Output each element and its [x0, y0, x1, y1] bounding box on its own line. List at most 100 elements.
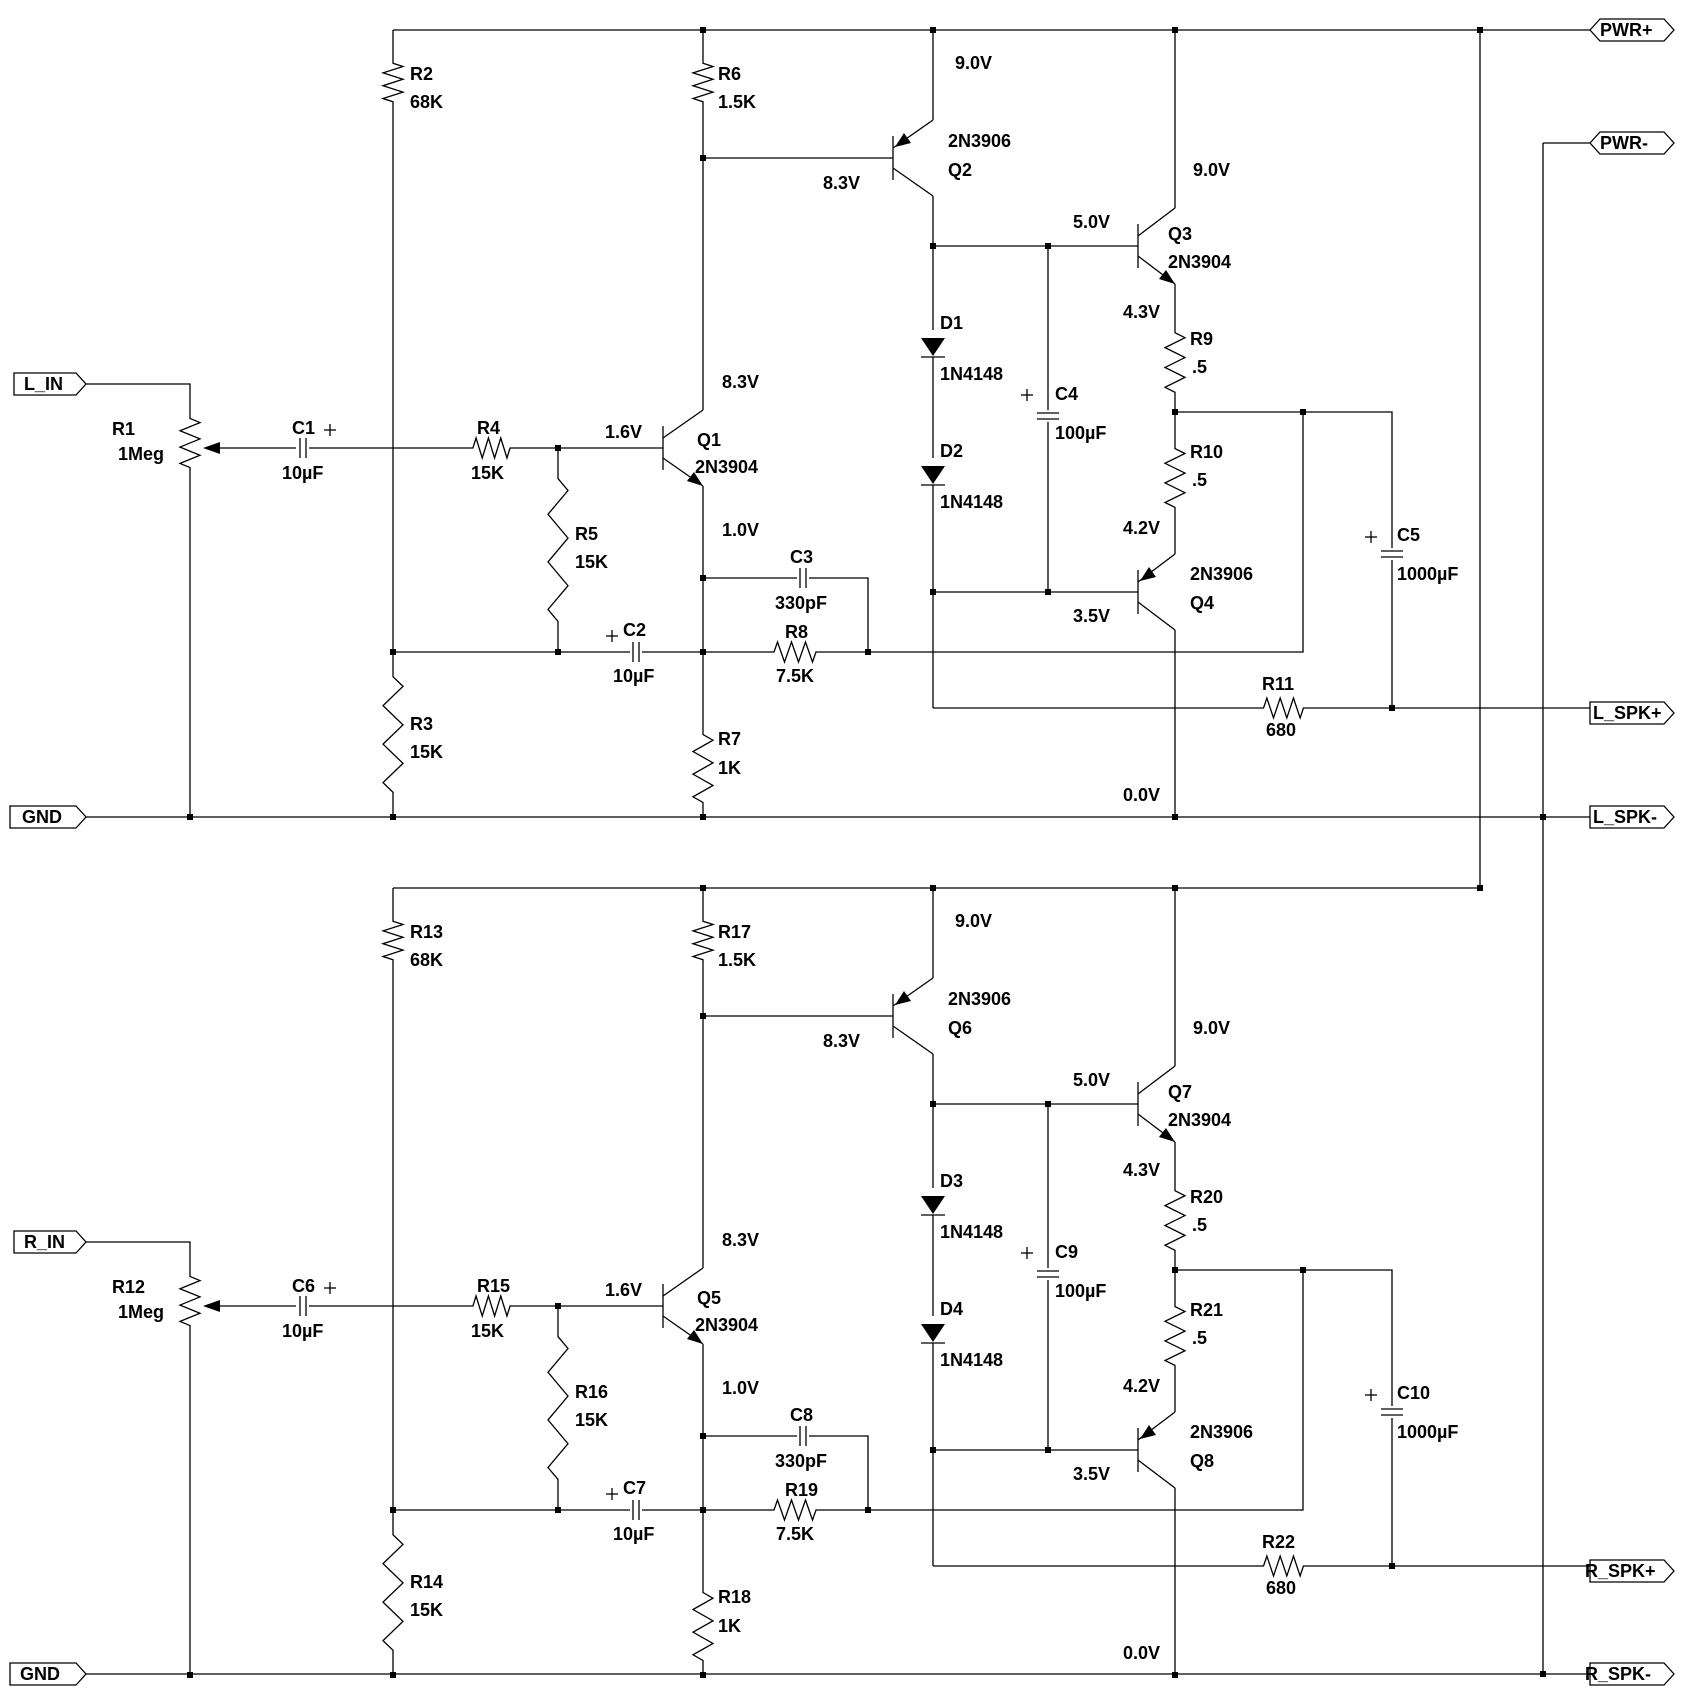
c-out-name: C5: [1397, 525, 1420, 545]
r-b1-value: 15K: [575, 1410, 608, 1430]
junction-dot: [555, 445, 561, 451]
resistor-symbol: [1163, 436, 1187, 520]
port-l-in: L_IN: [13, 372, 87, 396]
v-q4-b: 3.5V: [1073, 606, 1110, 626]
junction-dot: [700, 1013, 706, 1019]
d2-name: D4: [940, 1299, 963, 1319]
r-fb-name: R8: [785, 622, 808, 642]
resistor-symbol: [382, 1510, 404, 1675]
junction-dot: [390, 649, 396, 655]
emitter-arrow: [687, 472, 703, 486]
v-gnd: 0.0V: [1123, 785, 1160, 805]
q-hi-name: Q7: [1168, 1082, 1192, 1102]
amplifier-channel-right: R121MegC610µFR1515KR1615KR1368KR1415KC71…: [86, 885, 1590, 1678]
q-lo-name: Q8: [1190, 1451, 1214, 1471]
junction-dot: [1389, 1563, 1395, 1569]
wire: [809, 1435, 869, 1510]
q-drv-name: Q6: [948, 1018, 972, 1038]
r-bot-value: 15K: [410, 1600, 443, 1620]
c-fb2-name: C2: [623, 620, 646, 640]
junction-dot: [1172, 814, 1178, 820]
resistor-symbol: [690, 913, 716, 968]
junction-dot: [865, 1507, 871, 1513]
r-top-name: R2: [410, 64, 433, 84]
svg-text:GND: GND: [20, 1664, 60, 1684]
r-pot-name: R1: [112, 419, 135, 439]
v-drv-b: 8.3V: [823, 173, 860, 193]
r-top-value: 68K: [410, 950, 443, 970]
r-e2-value: .5: [1192, 1328, 1207, 1348]
r-bot-name: R14: [410, 1572, 443, 1592]
resistor-symbol: [691, 720, 715, 817]
emitter-arrow: [1140, 1425, 1156, 1439]
c-in-value: 10µF: [282, 1321, 323, 1341]
r-e1-name: R9: [1190, 329, 1213, 349]
r-e1-name: R20: [1190, 1187, 1223, 1207]
transistor-collector: [892, 1025, 934, 1055]
junction-dot: [930, 885, 936, 891]
port-flags: PWR+ PWR- L_IN R_IN GND GND L_SP: [9, 18, 1675, 1686]
svg-text:R_SPK+: R_SPK+: [1585, 1561, 1656, 1581]
junction-dot: [1045, 589, 1051, 595]
r-b1-name: R16: [575, 1382, 608, 1402]
junction-dot: [1540, 814, 1546, 820]
port-pwr-minus: PWR-: [1589, 131, 1675, 155]
svg-text:PWR+: PWR+: [1600, 20, 1653, 40]
c-in-name: C1: [292, 418, 315, 438]
port-r-in: R_IN: [13, 1230, 87, 1254]
q-in-name: Q1: [697, 430, 721, 450]
junction-dot: [1172, 1267, 1178, 1273]
junction-dot: [700, 155, 706, 161]
r-pot-value: 1Meg: [118, 444, 164, 464]
junction-dot: [1300, 1267, 1306, 1273]
c-fb-name: C8: [790, 1405, 813, 1425]
port-gnd-top: GND: [9, 805, 87, 829]
v-q1-b: 1.6V: [605, 422, 642, 442]
resistor-symbol: [1255, 695, 1312, 721]
resistor-symbol: [691, 1578, 715, 1675]
port-l-spk-plus: L_SPK+: [1589, 701, 1675, 725]
resistor-symbol: [380, 55, 406, 110]
r-col-name: R6: [718, 64, 741, 84]
diode-symbol: [921, 338, 945, 356]
emitter-arrow: [1159, 270, 1175, 284]
d2-type: 1N4148: [940, 1350, 1003, 1370]
resistor-symbol: [765, 1498, 825, 1522]
junction-dot: [1172, 885, 1178, 891]
r-pot-name: R12: [112, 1277, 145, 1297]
transistor-collector: [662, 1267, 704, 1297]
r-fb-name: R19: [785, 1480, 818, 1500]
r-out-value: 680: [1266, 720, 1296, 740]
junction-dot: [1477, 27, 1483, 33]
junction-dot: [1477, 885, 1483, 891]
r-in-name: R15: [477, 1276, 510, 1296]
c-in-value: 10µF: [282, 463, 323, 483]
r-e2-value: .5: [1192, 470, 1207, 490]
wire: [1175, 411, 1393, 548]
r-emi-name: R7: [718, 729, 741, 749]
amplifier-channel-left: R11MegC110µFR415KR515KR268KR315KC210µFR8…: [86, 27, 1590, 820]
port-gnd-bottom: GND: [9, 1662, 87, 1686]
junction-dot: [187, 814, 193, 820]
r-bot-value: 15K: [410, 742, 443, 762]
junction-dot: [930, 1101, 936, 1107]
q-in-name: Q5: [697, 1288, 721, 1308]
r-in-value: 15K: [471, 1321, 504, 1341]
junction-dot: [1045, 1447, 1051, 1453]
r-in-name: R4: [477, 418, 500, 438]
resistor-symbol: [465, 1293, 518, 1319]
v-q1-c: 8.3V: [722, 1230, 759, 1250]
c-bs-name: C9: [1055, 1242, 1078, 1262]
resistor-symbol: [382, 652, 404, 817]
junction-dot: [555, 1507, 561, 1513]
c-fb2-value: 10µF: [613, 1524, 654, 1544]
d2-name: D2: [940, 441, 963, 461]
resistor-symbol: [380, 913, 406, 968]
d1-type: 1N4148: [940, 364, 1003, 384]
transistor-collector: [1137, 1065, 1176, 1095]
v-q3-b: 5.0V: [1073, 1070, 1110, 1090]
r-emi-name: R18: [718, 1587, 751, 1607]
resistor-symbol: [1163, 1294, 1187, 1378]
resistor-symbol: [765, 640, 825, 664]
r-pot-value: 1Meg: [118, 1302, 164, 1322]
